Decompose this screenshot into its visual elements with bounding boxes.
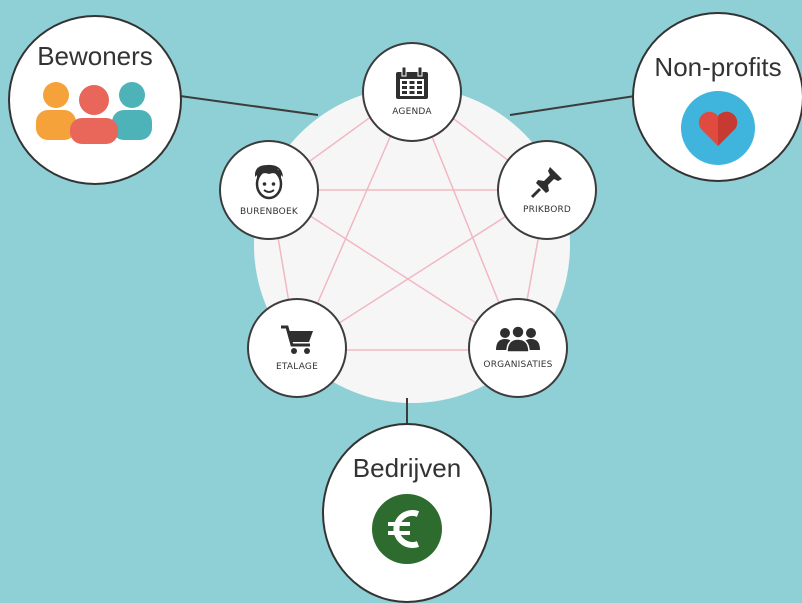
module-agenda-label: AGENDA xyxy=(392,107,432,117)
group-nonprofits: Non-profits xyxy=(632,12,802,182)
module-etalage: ETALAGE xyxy=(247,298,347,398)
euro-icon xyxy=(372,494,442,564)
module-prikbord: PRIKBORD xyxy=(497,140,597,240)
module-burenboek: BURENBOEK xyxy=(219,140,319,240)
calendar-icon xyxy=(396,67,428,99)
pushpin-icon xyxy=(530,167,562,199)
module-prikbord-label: PRIKBORD xyxy=(522,205,572,215)
organisation-people-icon xyxy=(496,326,540,352)
connector-nonprofits xyxy=(509,95,636,116)
module-agenda: AGENDA xyxy=(362,42,462,142)
group-bedrijven-title: Bedrijven xyxy=(352,453,462,483)
module-organisaties: ORGANISATIES xyxy=(468,298,568,398)
group-nonprofits-title: Non-profits xyxy=(654,52,782,82)
module-etalage-label: ETALAGE xyxy=(276,362,318,372)
heart-icon xyxy=(681,91,755,165)
module-organisaties-label: ORGANISATIES xyxy=(483,360,553,370)
group-bedrijven: Bedrijven xyxy=(322,423,492,603)
shopping-cart-icon xyxy=(281,325,313,354)
people-group-icon xyxy=(36,82,152,144)
diagram: Bewoners Non-profits Bedrijven xyxy=(8,12,802,603)
group-bewoners: Bewoners xyxy=(8,15,182,185)
face-icon xyxy=(254,164,283,200)
connector-bewoners xyxy=(179,95,319,116)
module-burenboek-label: BURENBOEK xyxy=(240,207,298,217)
group-bewoners-title: Bewoners xyxy=(37,41,153,71)
